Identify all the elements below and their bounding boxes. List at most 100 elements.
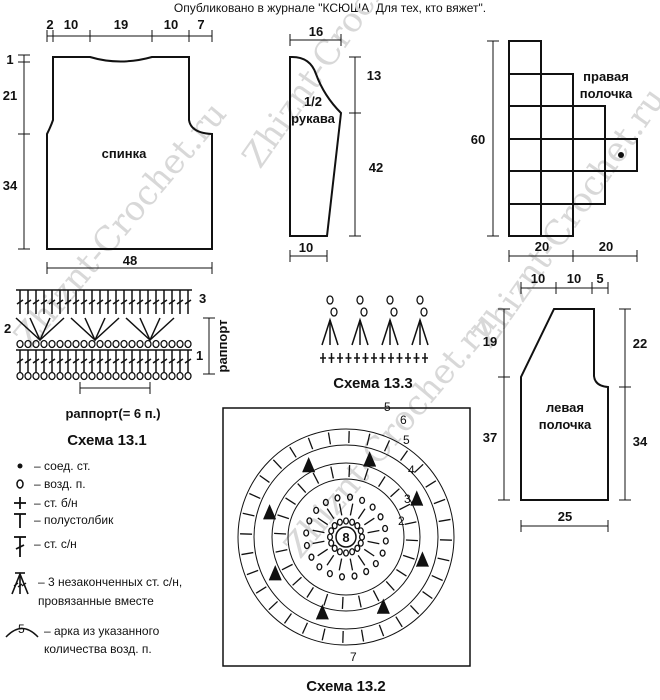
back-dim-top-1: 2 [46, 17, 53, 32]
double-crochet-stitch [272, 459, 283, 470]
double-crochet-stitch [326, 508, 335, 520]
back-dim-top-4: 10 [164, 17, 178, 32]
double-crochet-stitch [246, 569, 259, 576]
left-front-dim-top-1: 10 [531, 271, 545, 286]
watermark: Zhiznt-Crochet.ru [465, 80, 660, 355]
chain-stitch [303, 541, 310, 550]
chain-stitch [96, 339, 104, 349]
double-crochet-stitch [32, 358, 40, 364]
chain-stitch [420, 307, 428, 317]
double-crochet-stitch [323, 593, 329, 606]
right-front-dim-bottom-2: 20 [599, 239, 613, 254]
legend-arc-2: количества возд. п. [44, 642, 152, 656]
chain-stitch [24, 371, 32, 381]
chain-arc-icon [5, 627, 39, 638]
scheme-13-1-stitches [15, 289, 192, 381]
double-crochet-stitch [32, 299, 40, 305]
double-crochet-stitch [40, 299, 48, 305]
double-crochet-stitch [312, 540, 325, 545]
double-crochet-stitch [307, 437, 314, 450]
chain-stitch [349, 518, 356, 526]
chain-stitch [104, 371, 112, 381]
chain-stitch [358, 533, 366, 541]
double-crochet-stitch [120, 299, 128, 305]
double-crochet-stitch [184, 299, 192, 305]
double-crochet-stitch [327, 432, 332, 445]
back-label: спинка [102, 146, 147, 161]
double-crochet-stitch [56, 299, 64, 305]
chain-stitch [308, 553, 315, 561]
chain-stitch [357, 539, 364, 547]
double-crochet-stitch [312, 472, 320, 484]
double-crochet-stitch [249, 492, 261, 500]
sleeve-dim-bottom: 10 [299, 240, 313, 255]
double-crochet-stitch [360, 629, 365, 642]
chain-stitch [88, 371, 96, 381]
chain-stitch [136, 371, 144, 381]
chain-stitch [184, 371, 192, 381]
chain-stitch [176, 371, 184, 381]
right-front-label-2: полочка [580, 86, 633, 101]
chain-stitch [112, 371, 120, 381]
double-crochet-icon [14, 536, 26, 557]
scheme-13-2-round-label: 3 [404, 492, 411, 506]
double-crochet-stitch [317, 548, 329, 557]
scheme-13-2-round-label: 6 [400, 413, 407, 427]
chain-stitch [72, 339, 80, 349]
double-crochet-stitch [348, 465, 351, 478]
scheme-13-2-round-label: 4 [408, 463, 415, 477]
left-front-dim-left-1: 19 [483, 334, 497, 349]
scheme-13-2-center-label: 8 [342, 530, 349, 545]
chain-stitch [342, 549, 350, 557]
double-crochet-stitch [168, 299, 176, 305]
double-crochet-stitch [338, 503, 343, 516]
double-crochet-stitch [363, 468, 369, 481]
chain-stitch [80, 339, 88, 349]
chain-stitch [24, 339, 32, 349]
double-crochet-stitch [120, 358, 128, 364]
double-crochet-stitch [285, 497, 296, 505]
double-crochet-stitch [184, 358, 192, 364]
chain-stitch [40, 339, 48, 349]
double-crochet-stitch [275, 548, 288, 553]
chain-stitch [160, 371, 168, 381]
left-front-dim-top-3: 5 [596, 271, 603, 286]
chain-stitch [56, 371, 64, 381]
double-crochet-stitch [372, 590, 380, 602]
fan-stitch [125, 317, 175, 342]
chain-stitch [326, 569, 333, 578]
double-crochet-stitch [357, 554, 366, 566]
chain-stitch [104, 339, 112, 349]
legend-arc-number: 5 [18, 622, 25, 636]
double-crochet-stitch [64, 299, 72, 305]
chain-stitch [72, 371, 80, 381]
chain-stitch [136, 339, 144, 349]
scheme-13-3-caption: Схема 13.3 [333, 375, 413, 392]
cluster-stitch [415, 551, 429, 567]
scheme-13-2-round-label: 5 [403, 433, 410, 447]
double-crochet-stitch [242, 512, 255, 517]
double-crochet-stitch [136, 299, 144, 305]
chain-stitch [120, 371, 128, 381]
chain-stitch [342, 517, 350, 525]
double-crochet-stitch [112, 299, 120, 305]
double-crochet-stitch [338, 558, 343, 571]
double-crochet-stitch [367, 540, 380, 545]
chain-stitch [128, 371, 136, 381]
sleeve-label-2: рукава [291, 111, 336, 126]
double-crochet-stitch [390, 488, 400, 498]
cluster-stitch [410, 490, 424, 506]
double-crochet-stitch [301, 622, 309, 634]
scheme-13-3: Схема 13.3 [320, 295, 429, 392]
chain-stitch [336, 548, 343, 556]
chain-stitch [176, 339, 184, 349]
chain-stitch [306, 517, 313, 525]
double-crochet-stitch [413, 463, 424, 474]
double-crochet-stitch [56, 358, 64, 364]
chain-stitch [331, 544, 338, 552]
double-crochet-stitch [438, 518, 451, 523]
double-crochet-stitch [152, 299, 160, 305]
chain-stitch [369, 503, 376, 511]
left-front-dim-bottom: 25 [558, 509, 572, 524]
